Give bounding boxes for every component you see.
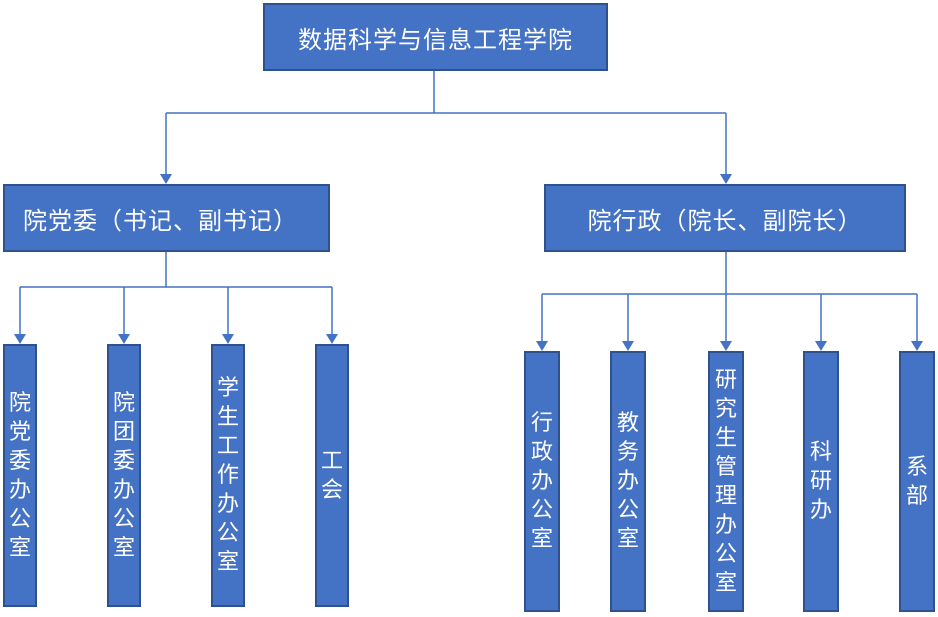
arrowhead (720, 174, 732, 184)
arrowhead (326, 334, 338, 344)
arrowhead (911, 341, 923, 351)
child-node: 学生工作办公室 (211, 344, 245, 607)
child-label: 系部 (905, 454, 928, 509)
arrowhead (14, 334, 26, 344)
arrowhead (118, 334, 130, 344)
child-node: 工会 (315, 344, 349, 607)
child-node: 行政办公室 (524, 351, 560, 612)
child-node: 科研办 (803, 351, 839, 612)
branch-label: 院党委（书记、副书记） (23, 206, 298, 235)
root-label: 数据科学与信息工程学院 (298, 25, 573, 54)
arrowhead (536, 341, 548, 351)
arrowhead (222, 334, 234, 344)
child-node: 院党委办公室 (3, 344, 37, 607)
child-label: 科研办 (809, 440, 832, 523)
branch-administration: 院行政（院长、副院长） (544, 184, 906, 252)
arrowhead (622, 341, 634, 351)
child-label: 行政办公室 (530, 411, 553, 552)
child-node: 研究生管理办公室 (708, 351, 744, 612)
arrowhead (160, 174, 172, 184)
branch-party-committee: 院党委（书记、副书记） (3, 184, 330, 252)
child-label: 工会 (320, 448, 343, 503)
child-node: 教务办公室 (610, 351, 646, 612)
arrowhead (815, 341, 827, 351)
child-label: 学生工作办公室 (216, 376, 239, 575)
child-node: 院团委办公室 (107, 344, 141, 607)
arrowhead (720, 341, 732, 351)
child-node: 系部 (899, 351, 935, 612)
root-node: 数据科学与信息工程学院 (263, 3, 608, 71)
child-label: 教务办公室 (616, 411, 639, 552)
child-label: 院团委办公室 (112, 390, 135, 561)
child-label: 院党委办公室 (8, 390, 31, 561)
child-label: 研究生管理办公室 (714, 367, 737, 596)
branch-label: 院行政（院长、副院长） (587, 206, 863, 235)
